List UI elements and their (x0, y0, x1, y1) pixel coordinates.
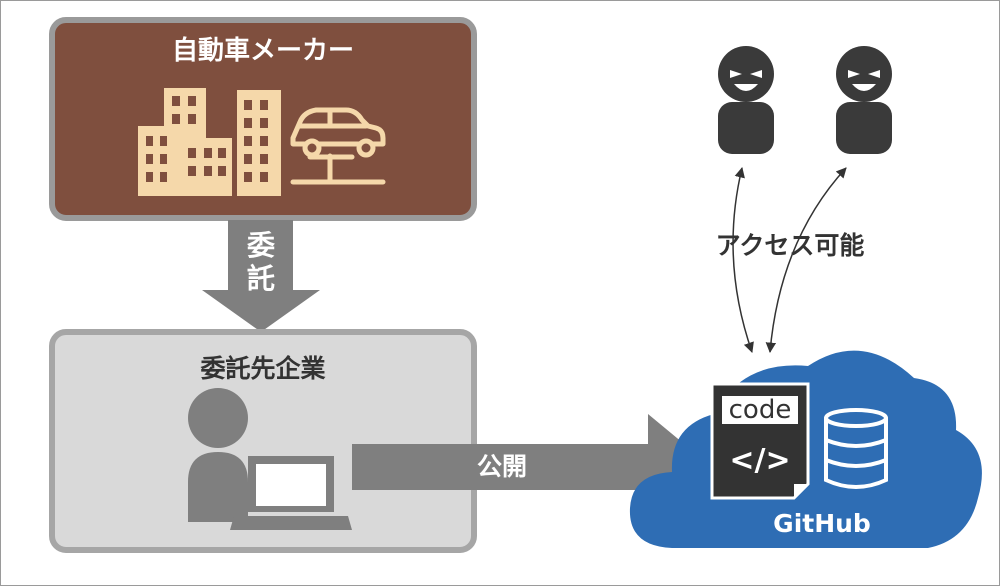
github-label: GitHub (773, 509, 871, 538)
access-arrow (732, 166, 754, 353)
access-arrow (765, 167, 847, 354)
car-on-lift-icon (290, 107, 386, 185)
database-icon (824, 408, 888, 489)
office-buildings-icon (138, 88, 281, 196)
code-document-icon (710, 382, 810, 500)
subcontractor-title: 委託先企業 (200, 354, 326, 383)
publish-arrow (352, 414, 712, 520)
subcontractor-box (49, 329, 477, 553)
entrust-label-bottom: 託 (246, 262, 275, 295)
hacker-icon (718, 46, 774, 154)
entrust-arrow (202, 220, 320, 332)
code-symbol: </> (729, 443, 791, 478)
person-icon (188, 388, 248, 522)
entrust-label-top: 委 (246, 229, 275, 262)
maker-title: 自動車メーカー (171, 36, 354, 66)
publish-label: 公開 (476, 452, 527, 481)
hacker-icon (836, 46, 892, 154)
access-label: アクセス可能 (715, 231, 865, 260)
laptop-icon (230, 456, 352, 530)
code-label: code (728, 395, 792, 425)
